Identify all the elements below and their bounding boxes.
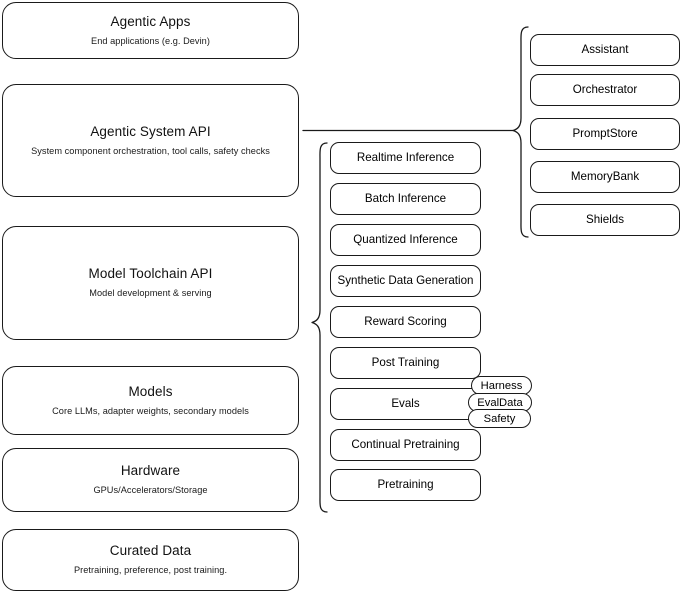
chip-label: Evals bbox=[391, 396, 420, 410]
layer-card-agentic-system-api[interactable]: Agentic System API System component orch… bbox=[2, 84, 299, 197]
chip-label: Synthetic Data Generation bbox=[337, 273, 474, 287]
layer-card-models[interactable]: Models Core LLMs, adapter weights, secon… bbox=[2, 366, 299, 435]
layer-subtitle: Core LLMs, adapter weights, secondary mo… bbox=[52, 405, 249, 416]
rchip-label: Orchestrator bbox=[572, 82, 638, 96]
chip-reward-scoring[interactable]: Reward Scoring bbox=[330, 306, 481, 338]
rchip-assistant[interactable]: Assistant bbox=[530, 34, 680, 66]
chip-evals[interactable]: Evals bbox=[330, 388, 481, 420]
pill-label: Safety bbox=[483, 412, 516, 425]
chip-synthetic-data-generation[interactable]: Synthetic Data Generation bbox=[330, 265, 481, 297]
pill-label: EvalData bbox=[477, 396, 523, 409]
layer-subtitle: Pretraining, preference, post training. bbox=[73, 565, 228, 576]
layer-title: Models bbox=[128, 383, 173, 399]
chip-label: Batch Inference bbox=[364, 191, 447, 205]
chip-quantized-inference[interactable]: Quantized Inference bbox=[330, 224, 481, 256]
chip-post-training[interactable]: Post Training bbox=[330, 347, 481, 379]
layer-title: Agentic Apps bbox=[110, 13, 191, 29]
chip-label: Reward Scoring bbox=[364, 314, 447, 328]
chip-label: Quantized Inference bbox=[353, 232, 458, 246]
layer-title: Agentic System API bbox=[90, 123, 211, 139]
rchip-label: Assistant bbox=[581, 42, 629, 56]
rchip-promptstore[interactable]: PromptStore bbox=[530, 118, 680, 150]
layer-title: Model Toolchain API bbox=[88, 266, 213, 282]
layer-title: Curated Data bbox=[109, 543, 192, 559]
rchip-label: PromptStore bbox=[572, 126, 638, 140]
chip-realtime-inference[interactable]: Realtime Inference bbox=[330, 142, 481, 174]
layer-subtitle: System component orchestration, tool cal… bbox=[31, 145, 270, 156]
layer-subtitle: End applications (e.g. Devin) bbox=[91, 35, 210, 46]
chip-label: Post Training bbox=[371, 355, 440, 369]
layer-subtitle: Model development & serving bbox=[89, 288, 212, 299]
pill-safety[interactable]: Safety bbox=[468, 409, 531, 428]
chip-continual-pretraining[interactable]: Continual Pretraining bbox=[330, 429, 481, 461]
chip-label: Continual Pretraining bbox=[351, 437, 460, 451]
layer-card-agentic-apps[interactable]: Agentic Apps End applications (e.g. Devi… bbox=[2, 2, 299, 59]
chip-label: Realtime Inference bbox=[356, 150, 455, 164]
chip-pretraining[interactable]: Pretraining bbox=[330, 469, 481, 501]
layer-title: Hardware bbox=[120, 463, 181, 479]
rchip-orchestrator[interactable]: Orchestrator bbox=[530, 74, 680, 106]
rchip-shields[interactable]: Shields bbox=[530, 204, 680, 236]
layer-card-hardware[interactable]: Hardware GPUs/Accelerators/Storage bbox=[2, 448, 299, 512]
chip-batch-inference[interactable]: Batch Inference bbox=[330, 183, 481, 215]
pill-label: Harness bbox=[480, 379, 523, 392]
layer-card-curated-data[interactable]: Curated Data Pretraining, preference, po… bbox=[2, 529, 299, 591]
rchip-label: MemoryBank bbox=[570, 169, 640, 183]
layer-card-model-toolchain-api[interactable]: Model Toolchain API Model development & … bbox=[2, 226, 299, 340]
rchip-memorybank[interactable]: MemoryBank bbox=[530, 161, 680, 193]
layer-subtitle: GPUs/Accelerators/Storage bbox=[93, 485, 208, 496]
rchip-label: Shields bbox=[585, 212, 625, 226]
chip-label: Pretraining bbox=[377, 477, 434, 491]
